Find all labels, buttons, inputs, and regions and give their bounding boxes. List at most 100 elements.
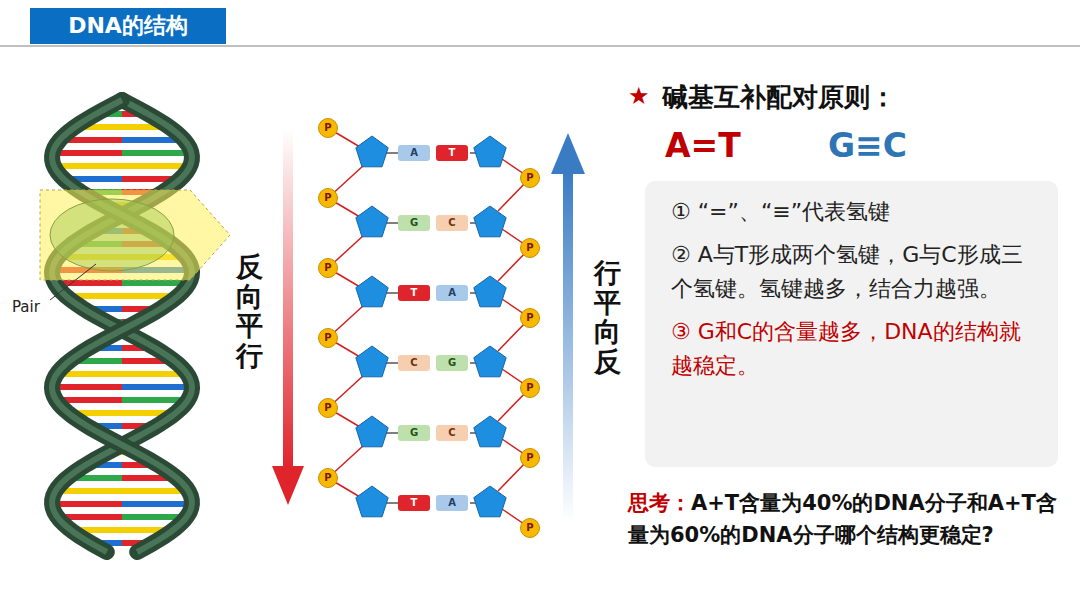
pair-rule: G≡C xyxy=(828,126,907,165)
base-letter: G xyxy=(448,358,456,368)
backbone xyxy=(328,128,530,528)
base-block: G xyxy=(436,355,468,371)
base-letter: C xyxy=(410,358,417,368)
sugar-base-bond xyxy=(386,152,398,154)
base-letter: T xyxy=(411,498,418,508)
phosphate-label: P xyxy=(324,263,331,273)
base-rung xyxy=(122,384,192,390)
base-letter: A xyxy=(410,148,418,158)
base-letter: C xyxy=(448,218,455,228)
title-text: DNA的结构 xyxy=(68,11,188,41)
helix xyxy=(52,100,192,552)
phosphate-label: P xyxy=(324,123,331,133)
red-arrowhead xyxy=(272,466,304,505)
sugar-base-bond xyxy=(386,502,398,504)
helix-strand xyxy=(52,100,192,552)
heading: 碱基互补配对原则： xyxy=(662,80,896,115)
deoxyribose xyxy=(356,346,388,377)
sugar-base-bond xyxy=(386,292,398,294)
base-letter: T xyxy=(449,148,456,158)
sugar-base-bond xyxy=(386,222,398,224)
note-item: ② A与T形成两个氢键，G与C形成三个氢键。氢键越多，结合力越强。 xyxy=(671,238,1038,305)
phosphate-circle: P xyxy=(520,518,540,538)
phosphate-circle: P xyxy=(520,378,540,398)
strand-direction: 反向平行 xyxy=(236,252,263,371)
phosphate-circle: P xyxy=(520,238,540,258)
deoxyribose xyxy=(356,206,388,237)
phosphate-label: P xyxy=(526,453,533,463)
note-item: ① “=”、“≡”代表氢键 xyxy=(671,195,1038,228)
blue-arrow xyxy=(563,172,573,522)
part-label: Pair xyxy=(12,298,40,316)
base-rung xyxy=(53,150,122,156)
deoxyribose xyxy=(356,136,388,167)
deoxyribose xyxy=(356,416,388,447)
phosphate-circle: P xyxy=(318,398,338,418)
pair-cylinder xyxy=(50,199,174,271)
base-letter: C xyxy=(448,428,455,438)
base-block: C xyxy=(398,355,430,371)
phosphate-label: P xyxy=(324,333,331,343)
question-text: A+T含量为40%的DNA分子和A+T含量为60%的DNA分子哪个结构更稳定? xyxy=(628,488,1068,551)
phosphate-label: P xyxy=(526,243,533,253)
phosphate-circle: P xyxy=(520,168,540,188)
phosphate-label: P xyxy=(324,193,331,203)
sugar-base-bond xyxy=(386,362,398,364)
base-block: T xyxy=(436,145,468,161)
helix-strand-shine xyxy=(52,100,192,552)
red-arrow xyxy=(283,128,293,468)
base-letter: T xyxy=(411,288,418,298)
question-tag: 思考： xyxy=(628,488,691,520)
phosphate-label: P xyxy=(324,403,331,413)
phosphate-circle: P xyxy=(318,258,338,278)
base-rung xyxy=(122,150,191,156)
leader-line xyxy=(50,264,96,300)
base-rung xyxy=(52,384,122,390)
deoxyribose xyxy=(356,276,388,307)
strand-direction: 行平向反 xyxy=(594,258,621,377)
deoxyribose xyxy=(356,486,388,517)
phosphate-label: P xyxy=(526,173,533,183)
base-letter: A xyxy=(448,498,456,508)
star-mark: ★ xyxy=(628,82,650,110)
note-item: ③ G和C的含量越多，DNA的结构就越稳定。 xyxy=(671,315,1038,382)
deoxyribose xyxy=(474,346,506,377)
base-block: A xyxy=(436,285,468,301)
base-rung xyxy=(52,501,122,507)
base-rung xyxy=(122,501,192,507)
helix-strand-shine xyxy=(52,100,192,552)
phosphate-circle: P xyxy=(520,308,540,328)
phosphate-circle: P xyxy=(318,188,338,208)
phosphate-label: P xyxy=(526,523,533,533)
phosphate-label: P xyxy=(324,473,331,483)
pair-rule: A=T xyxy=(665,126,741,165)
deoxyribose xyxy=(474,206,506,237)
phosphate-circle: P xyxy=(318,118,338,138)
base-block: T xyxy=(398,495,430,511)
base-block: G xyxy=(398,425,430,441)
header-line xyxy=(0,45,1080,47)
phosphate-circle: P xyxy=(318,328,338,348)
base-block: G xyxy=(398,215,430,231)
base-block: C xyxy=(436,215,468,231)
base-letter: G xyxy=(410,428,418,438)
phosphate-circle: P xyxy=(520,448,540,468)
phosphate-circle: P xyxy=(318,468,338,488)
deoxyribose xyxy=(474,136,506,167)
base-letter: A xyxy=(448,288,456,298)
base-letter: G xyxy=(410,218,418,228)
deoxyribose xyxy=(474,416,506,447)
base-block: A xyxy=(436,495,468,511)
highlight xyxy=(40,190,230,280)
phosphate-label: P xyxy=(526,313,533,323)
base-block: A xyxy=(398,145,430,161)
title-bar: DNA的结构 xyxy=(30,8,226,44)
blue-arrowhead xyxy=(551,133,585,174)
deoxyribose xyxy=(474,486,506,517)
helix-strand xyxy=(52,100,192,552)
deoxyribose xyxy=(474,276,506,307)
base-block: T xyxy=(398,285,430,301)
note-panel: ① “=”、“≡”代表氢键 ② A与T形成两个氢键，G与C形成三个氢键。氢键越多，… xyxy=(645,181,1058,467)
base-block: C xyxy=(436,425,468,441)
sugar-base-bond xyxy=(386,432,398,434)
